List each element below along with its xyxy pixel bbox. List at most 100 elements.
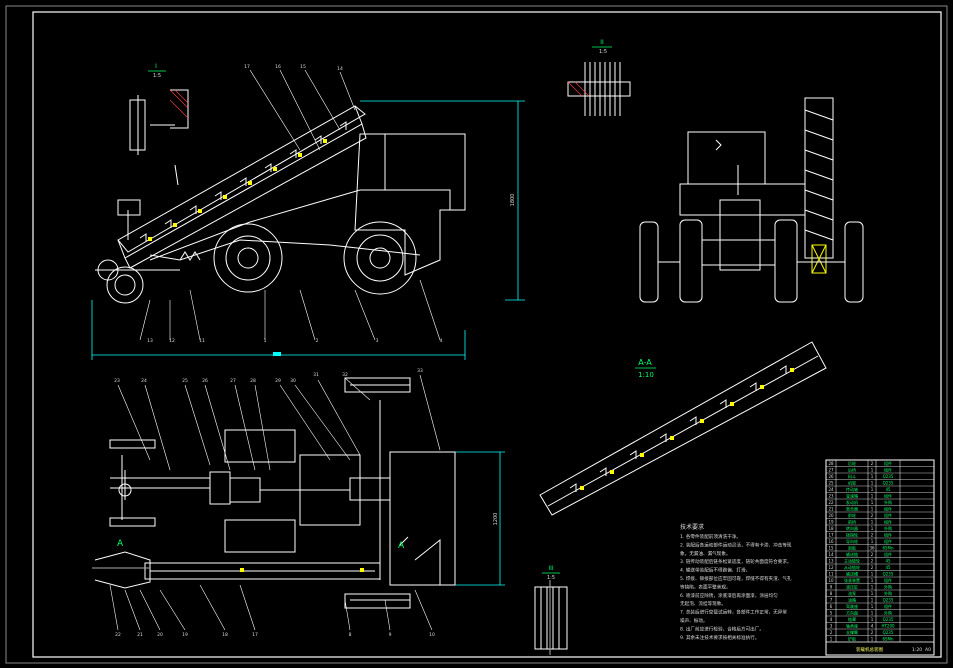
- parts-row-qty: 1: [871, 506, 874, 511]
- balloon-plan-bottom-8: 8: [349, 632, 352, 638]
- balloon-plan-bottom-9: 9: [389, 632, 392, 638]
- parts-row-qty: 1: [871, 519, 874, 524]
- parts-row-material: 外购: [884, 609, 892, 615]
- tech-note-line: 噪声、振动。: [680, 617, 708, 624]
- parts-row-qty: 4: [871, 623, 874, 628]
- outer-border: [5, 5, 948, 664]
- parts-row-no: 15: [828, 545, 834, 550]
- parts-row-qty: 2: [871, 532, 874, 537]
- parts-row-name: 变速箱: [846, 492, 858, 498]
- balloon-plan-bottom-18: 18: [222, 632, 228, 638]
- parts-row-qty: 1: [871, 578, 874, 583]
- parts-row-qty: 2: [871, 513, 874, 518]
- parts-row-name: 驾驶座: [846, 603, 858, 609]
- balloon-side-3: 3: [376, 338, 379, 344]
- balloon-side-15: 15: [300, 64, 306, 70]
- balloon-plan-top-28: 28: [250, 378, 256, 384]
- tech-note-line: 2. 装配后各运动部件运动灵活，不得有卡滞、冲击等现: [680, 541, 792, 548]
- parts-row-no: 14: [828, 552, 834, 557]
- parts-row-name: 铲板: [848, 635, 856, 641]
- parts-row-no: 3: [830, 623, 833, 628]
- balloon-plan-top-31: 31: [313, 372, 319, 378]
- parts-row-qty: 1: [871, 597, 874, 602]
- title-block-label: 装载机总装图: [856, 646, 883, 653]
- parts-row-name: 发动机: [846, 499, 858, 505]
- parts-row-name: 后轮: [848, 460, 856, 466]
- detail-ii-label: II: [600, 39, 604, 46]
- balloon-plan-bottom-19: 19: [182, 632, 188, 638]
- parts-row-name: 油泵: [848, 590, 856, 596]
- parts-row-no: 24: [828, 487, 834, 492]
- parts-row-material: 组件: [884, 531, 892, 537]
- parts-row-qty: 1: [871, 591, 874, 596]
- parts-row-no: 5: [830, 610, 833, 615]
- parts-row-material: 65Mn: [882, 545, 894, 550]
- parts-row-name: 离合器: [846, 505, 858, 511]
- balloon-plan-top-24: 24: [141, 378, 147, 384]
- parts-row-material: 组件: [884, 460, 892, 466]
- parts-row-name: 液压缸: [846, 583, 858, 589]
- tech-note-line: 无起泡、流挂等现象。: [680, 600, 726, 607]
- parts-row-name: 传动轴: [846, 486, 858, 492]
- parts-row-name: 料斗: [848, 473, 856, 479]
- parts-row-name: 主动链轮: [844, 557, 860, 563]
- balloon-side-4: 4: [440, 338, 443, 344]
- balloon-plan-top-29: 29: [275, 378, 281, 384]
- parts-row-name: 输送槽: [846, 570, 858, 576]
- parts-row-no: 2: [830, 630, 833, 635]
- balloon-plan-bottom-21: 21: [137, 632, 143, 638]
- parts-row-name: 输送链: [846, 551, 858, 557]
- parts-row-name: 机架: [848, 479, 856, 485]
- parts-row-qty: 2: [871, 461, 874, 466]
- detail-ii: [567, 62, 631, 116]
- detail-iii-label: III: [548, 565, 554, 572]
- balloon-plan-top-25: 25: [182, 378, 188, 384]
- tech-note-line: 7. 总装后进行空载试运转，各部件工作正常，无异常: [680, 609, 787, 616]
- front-view: [639, 97, 864, 303]
- balloon-plan-bottom-20: 20: [157, 632, 163, 638]
- section-aa-label: A-A: [638, 358, 652, 367]
- parts-row-material: HT200: [881, 623, 895, 628]
- parts-row-name: 前桥: [848, 518, 856, 524]
- parts-row-no: 23: [828, 493, 834, 498]
- parts-row-material: Q235: [883, 630, 894, 635]
- parts-row-qty: 1: [871, 604, 874, 609]
- balloon-plan-top-33: 33: [417, 368, 423, 374]
- balloon-plan-bottom-10: 10: [429, 632, 435, 638]
- tech-note-line: 6. 喷漆前应除锈，涂底漆后再涂面漆，涂层均匀: [680, 592, 778, 599]
- parts-row-no: 20: [828, 513, 834, 518]
- parts-row-name: 轴承座: [846, 622, 858, 628]
- parts-row-material: Q235: [883, 480, 894, 485]
- dim-side-height: 1800: [510, 194, 516, 207]
- title-block-scale: 1:20: [912, 647, 922, 653]
- tech-notes-heading: 技术要求: [680, 523, 704, 531]
- tech-note-line: 5. 焊接、铆接部位应牢固可靠，焊缝不得有夹渣、气孔: [680, 575, 792, 582]
- parts-row-material: 组件: [884, 492, 892, 498]
- parts-row-material: 组件: [884, 577, 892, 583]
- title-block-sheet: A0: [925, 647, 931, 653]
- detail-i: [129, 89, 189, 155]
- tech-note-line: 象，无漏油、漏气现象。: [680, 550, 731, 557]
- parts-row-no: 10: [828, 578, 834, 583]
- parts-row-material: 组件: [884, 538, 892, 544]
- parts-row-qty: 36: [869, 545, 875, 550]
- tech-note-line: 1. 各零件装配前须清洗干净。: [680, 533, 741, 540]
- balloon-side-14: 14: [337, 66, 343, 72]
- parts-row-material: Q235: [883, 597, 894, 602]
- section-marker-a2: A: [398, 541, 405, 551]
- parts-row-name: 张紧装置: [844, 577, 860, 583]
- parts-row-material: Q235: [883, 571, 894, 576]
- parts-row-qty: 1: [871, 487, 874, 492]
- tech-note-line: 4. 输送带装配后不得跑偏、打滑。: [680, 567, 750, 574]
- balloon-side-16: 16: [275, 64, 281, 70]
- technical-notes: 技术要求 1. 各零件装配前须清洗干净。2. 装配后各运动部件运动灵活，不得有卡…: [680, 523, 792, 641]
- parts-row-qty: 1: [871, 539, 874, 544]
- balloon-side-11: 11: [199, 338, 205, 344]
- detail-iii-scale: 1:5: [547, 575, 555, 581]
- parts-row-material: 外购: [884, 525, 892, 531]
- tech-note-line: 8. 出厂前应进行检验，合格后方可出厂。: [680, 625, 764, 632]
- balloon-plan-bottom-17: 17: [252, 632, 258, 638]
- parts-row-name: 拨指轮: [846, 531, 858, 537]
- parts-row-no: 21: [828, 506, 834, 511]
